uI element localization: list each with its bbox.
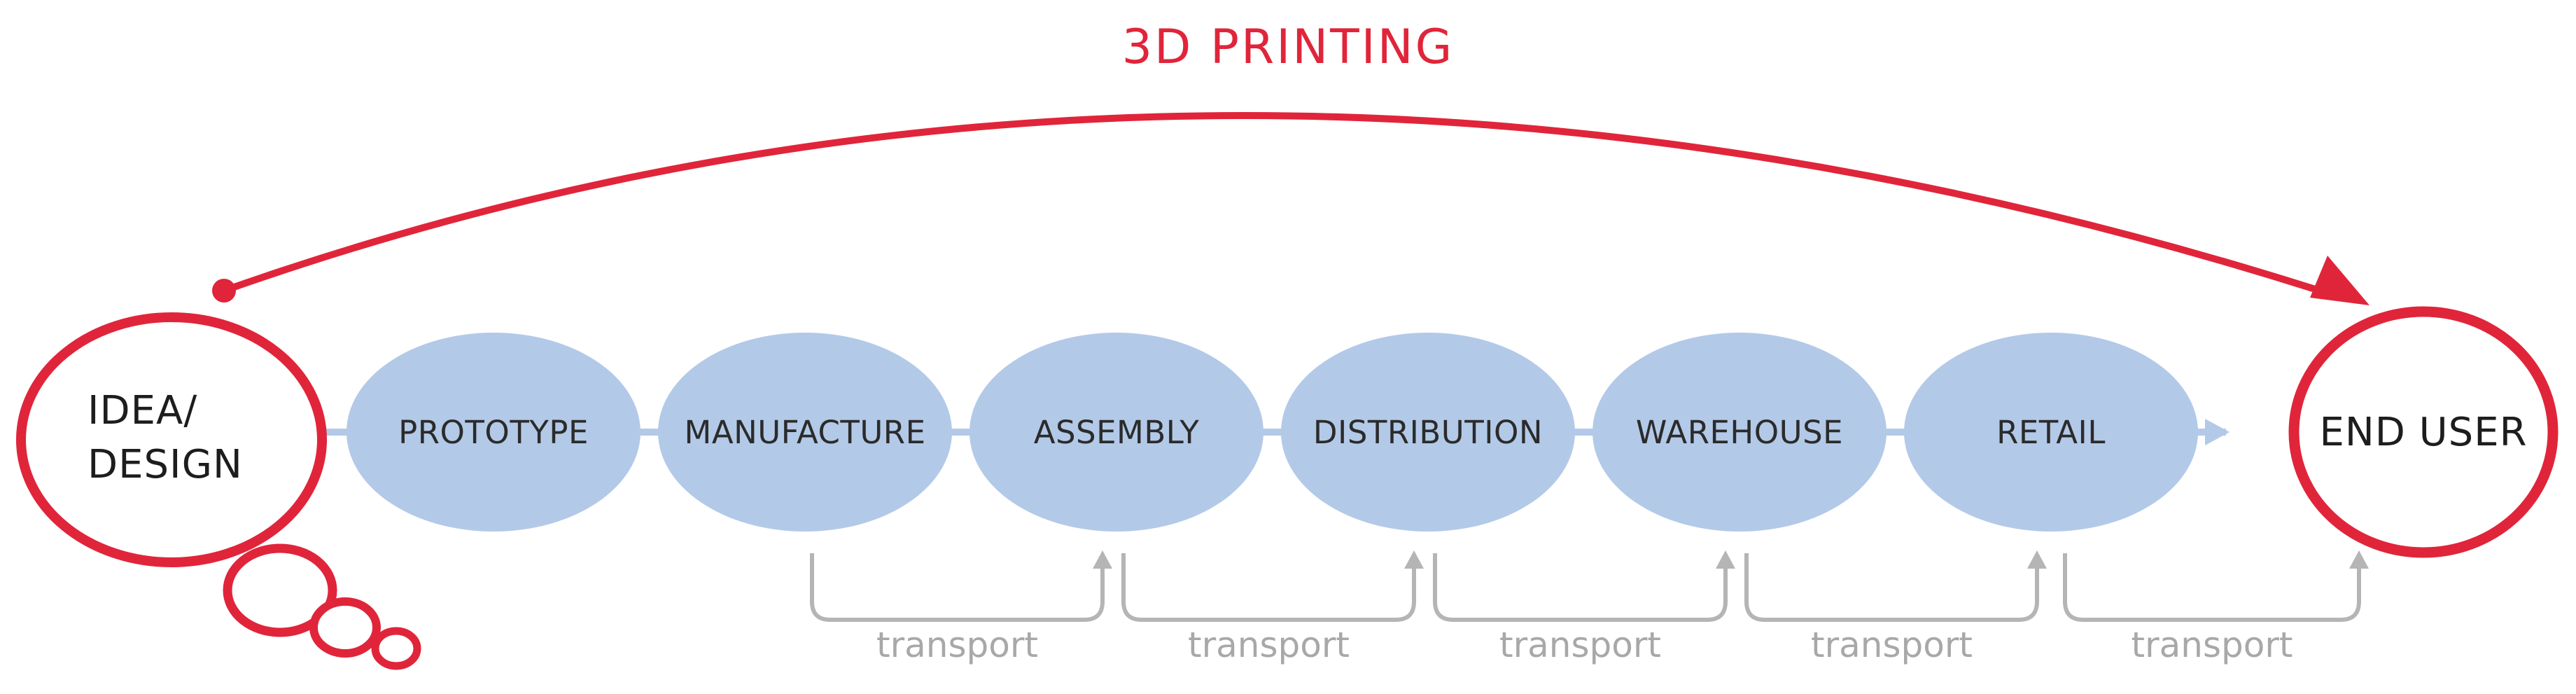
idea-bubble-circle <box>16 312 327 567</box>
transport-label: transport <box>1499 625 1661 665</box>
transport-bracket <box>2063 553 2361 622</box>
stage-label-prototype: PROTOTYPE <box>398 414 589 451</box>
transport-label: transport <box>876 625 1038 665</box>
arc-arrowhead <box>2310 256 2370 305</box>
stage-assembly <box>969 333 1264 532</box>
end-user-node: END USER <box>2288 306 2558 558</box>
transport-arrowhead <box>1404 550 1424 569</box>
stage-warehouse <box>1592 333 1886 532</box>
transport-bracket <box>1744 553 2039 622</box>
end-user-circle <box>2288 306 2558 558</box>
stage-manufacture <box>658 333 952 532</box>
stage-prototype <box>346 333 640 532</box>
stage-distribution <box>1281 333 1575 532</box>
diagram-title: 3D PRINTING <box>1122 20 1455 75</box>
transport-label: transport <box>1188 625 1350 665</box>
transport-arrowhead <box>2349 550 2369 569</box>
thought-bubble-large <box>223 543 337 637</box>
thought-bubble-small <box>371 627 421 670</box>
transport-bracket <box>1433 553 1728 622</box>
transport-group: transport transport transport transport tran… <box>810 550 2369 665</box>
3d-printing-arc <box>223 111 2343 301</box>
stage-label-warehouse: WAREHOUSE <box>1636 414 1843 451</box>
transport-bracket <box>1121 553 1416 622</box>
stages-group: PROTOTYPE MANUFACTURE ASSEMBLY DISTRIBUTION… <box>346 333 2198 532</box>
transport-arrowhead <box>2027 550 2047 569</box>
transport-bracket <box>810 553 1105 622</box>
transport-arrowhead <box>1093 550 1112 569</box>
arc-start-dot <box>212 279 236 303</box>
transport-label: transport <box>1811 625 1973 665</box>
transport-arrowhead <box>1716 550 1735 569</box>
idea-design-node: IDEA/ DESIGN <box>16 312 421 670</box>
idea-label-line-1: IDEA/ <box>88 388 197 433</box>
thought-bubble-medium <box>309 597 381 658</box>
idea-label-line-2: DESIGN <box>88 442 243 487</box>
stage-label-retail: RETAIL <box>1996 414 2106 451</box>
connector-arrowhead <box>2205 419 2230 445</box>
stage-retail <box>1904 333 2198 532</box>
transport-label: transport <box>2131 625 2292 665</box>
stage-label-manufacture: MANUFACTURE <box>685 414 926 451</box>
end-user-label: END USER <box>2319 410 2527 455</box>
stage-label-assembly: ASSEMBLY <box>1034 414 1200 451</box>
stage-label-distribution: DISTRIBUTION <box>1313 414 1543 451</box>
